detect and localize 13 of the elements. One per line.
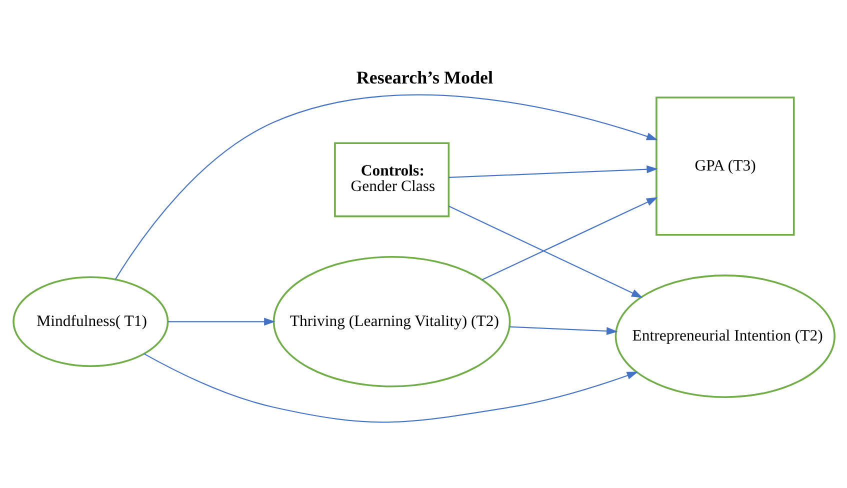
arrow <box>448 206 642 298</box>
node-ellipse: Mindfulness( T1) <box>12 276 168 368</box>
node-box: Controls: Gender Class <box>334 142 450 218</box>
arrow <box>168 318 275 326</box>
arrow <box>481 197 658 280</box>
arrow <box>114 94 658 280</box>
node-ellipse: Thriving (Learning Vitality) (T2) <box>272 256 510 388</box>
arrow <box>509 326 618 336</box>
node-box: GPA (T3) <box>655 96 794 236</box>
arrow <box>448 165 658 178</box>
diagram-title: Research’s Model <box>356 67 493 88</box>
arrow <box>143 353 638 423</box>
node-ellipse: Entrepreneurial Intention (T2) <box>614 274 835 398</box>
